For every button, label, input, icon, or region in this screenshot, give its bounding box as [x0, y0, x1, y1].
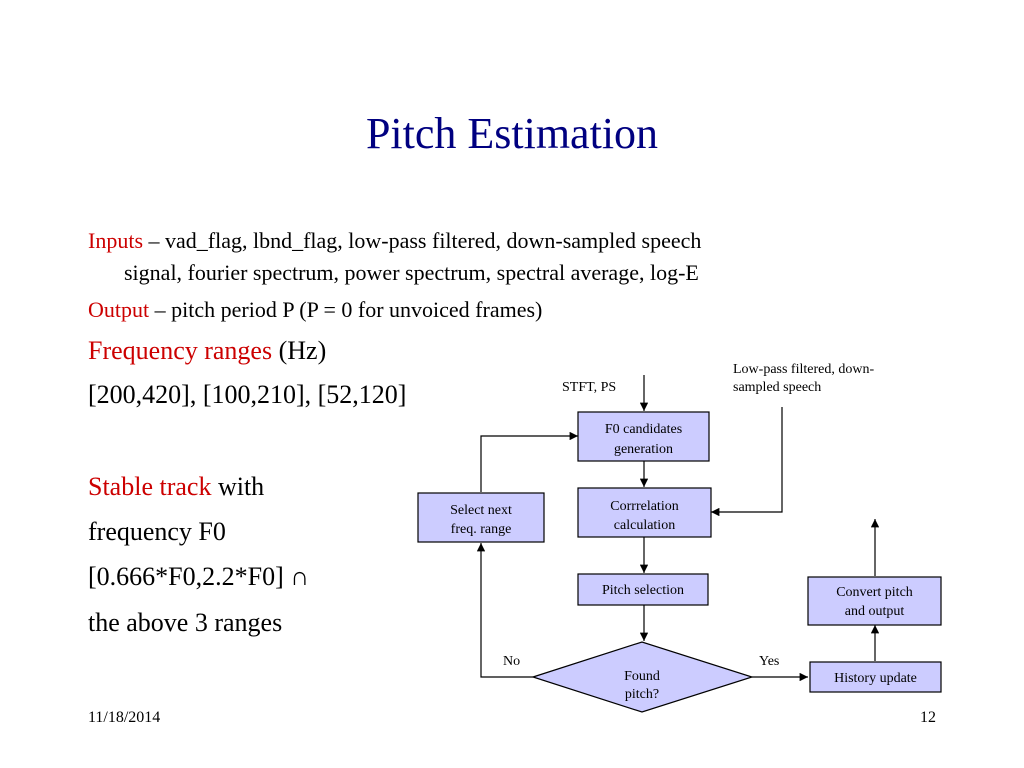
box-corr-line2: calculation	[614, 518, 675, 533]
decision-found-pitch: Found pitch?	[531, 641, 754, 713]
input-stft-label: STFT, PS	[562, 380, 616, 395]
box-history-update: History update	[809, 661, 942, 693]
decision-line2: pitch?	[625, 687, 659, 702]
stable-label: Stable track	[88, 472, 212, 501]
box-select-line2: freq. range	[451, 522, 512, 537]
arrow-select-to-f0	[480, 431, 578, 492]
footer-date: 11/18/2014	[88, 709, 161, 726]
box-convert-line2: and output	[845, 604, 905, 619]
box-corr-line1: Corrrelation	[610, 499, 678, 514]
stable-text: with	[211, 472, 265, 501]
input-speech-label-line1: Low-pass filtered, down-	[733, 362, 874, 377]
label-yes: Yes	[759, 654, 779, 669]
box-pitch-sel-label: Pitch selection	[602, 583, 684, 598]
freq-values: [200,420], [100,210], [52,120]	[88, 380, 407, 409]
box-f0-candidates: F0 candidates generation	[577, 411, 710, 462]
stable-above-ranges: the above 3 ranges	[88, 608, 283, 637]
bullet-inputs-continued: signal, fourier spectrum, power spectrum…	[124, 260, 699, 285]
input-speech-label-line2: sampled speech	[733, 380, 821, 395]
inputs-label: Inputs	[88, 228, 143, 253]
box-convert-pitch: Convert pitch and output	[807, 576, 942, 626]
output-label: Output	[88, 297, 150, 322]
arrow-no-to-select	[476, 543, 533, 678]
bullet-stable-track: Stable track with	[88, 472, 264, 502]
bullet-frequency-ranges: Frequency ranges (Hz)	[88, 336, 326, 366]
decision-line1: Found	[624, 669, 660, 684]
bullet-inputs: Inputs – vad_flag, lbnd_flag, low-pass f…	[88, 228, 701, 254]
stable-range: [0.666*F0,2.2*F0] ∩	[88, 562, 310, 591]
box-convert-line1: Convert pitch	[836, 585, 913, 600]
inputs-text: – vad_flag, lbnd_flag, low-pass filtered…	[143, 228, 702, 253]
box-pitch-selection: Pitch selection	[577, 573, 709, 606]
box-select-line1: Select next	[450, 503, 512, 518]
freq-unit: (Hz)	[272, 336, 327, 365]
output-text: – pitch period P (P = 0 for unvoiced fra…	[149, 297, 543, 322]
slide-title: Pitch Estimation	[365, 109, 659, 158]
box-f0-line1: F0 candidates	[605, 422, 682, 437]
freq-label: Frequency ranges	[88, 336, 273, 365]
footer-page-number: 12	[920, 709, 936, 726]
label-no: No	[503, 654, 520, 669]
bullet-output: Output – pitch period P (P = 0 for unvoi…	[88, 297, 542, 323]
box-select-next: Select next freq. range	[417, 492, 545, 543]
box-correlation: Corrrelation calculation	[577, 487, 712, 538]
box-history-label: History update	[834, 671, 917, 686]
stable-frequency: frequency F0	[88, 517, 226, 546]
arrow-speech-to-corr	[711, 407, 783, 517]
box-f0-line2: generation	[614, 442, 673, 457]
